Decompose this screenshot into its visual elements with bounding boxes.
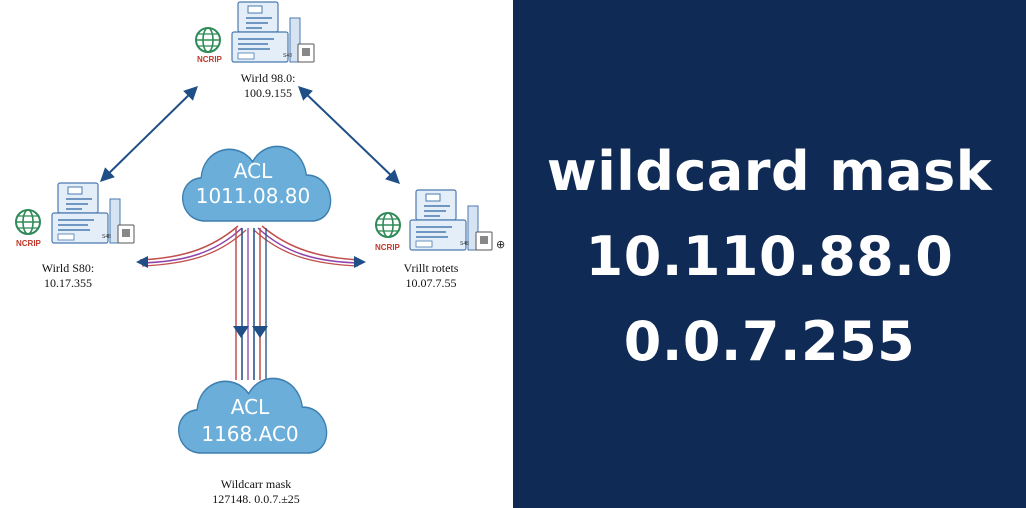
network-diagram: NCRIP S48 Wirld 98.0: 100.9.155 NCRIP S4… (15, 1, 505, 506)
server-tag: S48 (102, 234, 111, 240)
server-left: NCRIP S48 Wirld S80: 10.17.355 (15, 182, 135, 290)
globe-icon (195, 27, 221, 53)
acl-cloud-bottom: ACL 1168.AC0 (177, 377, 328, 454)
node-name: Wirld 98.0: (241, 71, 296, 85)
node-name: Vrillt rotets (404, 261, 459, 275)
cloud-value: 1168.AC0 (201, 422, 298, 446)
node-ip: 10.07.7.55 (406, 276, 457, 290)
panel-heading: wildcard mask (546, 140, 993, 203)
link-top-left (99, 86, 199, 182)
node-badge: NCRIP (197, 55, 223, 64)
caption-line-1: Wildcarr mask (221, 477, 292, 491)
panel-network-address: 10.110.88.0 (585, 225, 954, 288)
extra-icon: ⊕ (496, 238, 505, 251)
server-top: NCRIP S48 Wirld 98.0: 100.9.155 (195, 1, 315, 100)
node-ip: 100.9.155 (244, 86, 292, 100)
cloud-value: 1011.08.80 (196, 184, 311, 208)
server-right: NCRIP S48 ⊕ Vrillt rotets 10.07.7.55 (375, 189, 505, 290)
node-badge: NCRIP (375, 243, 401, 252)
node-name: Wirld S80: (42, 261, 95, 275)
caption-line-2: 127148. 0.0.7.±25 (212, 492, 300, 506)
cloud-title: ACL (231, 395, 270, 419)
link-top-right (297, 86, 401, 184)
globe-icon (15, 209, 41, 235)
panel-wildcard-mask: 0.0.7.255 (623, 310, 916, 373)
vertical-links (233, 228, 268, 380)
cloud-links (136, 225, 366, 268)
server-tag: S48 (460, 241, 469, 247)
node-ip: 10.17.355 (44, 276, 92, 290)
globe-icon (375, 212, 401, 238)
cloud-title: ACL (234, 159, 273, 183)
node-badge: NCRIP (16, 239, 42, 248)
acl-cloud-top: ACL 1011.08.80 (181, 145, 332, 222)
title-panel: wildcard mask 10.110.88.0 0.0.7.255 (513, 0, 1026, 508)
server-tag: S48 (283, 53, 292, 59)
